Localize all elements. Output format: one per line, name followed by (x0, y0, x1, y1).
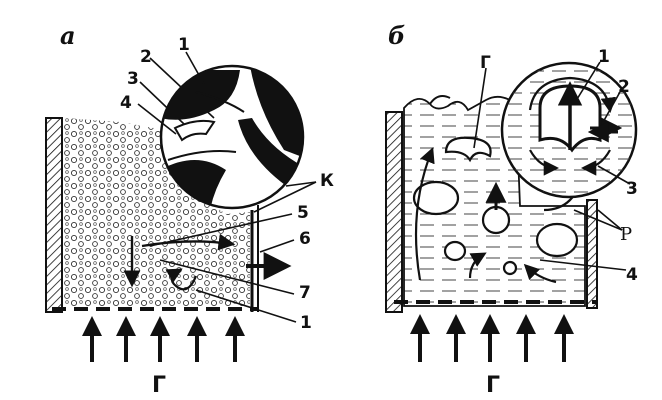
label-a-1-top: 1 (178, 35, 190, 55)
label-a-2: 2 (140, 47, 152, 67)
label-b-2: 2 (618, 77, 630, 97)
bubbles-b (412, 136, 579, 276)
panel-b: б (385, 21, 638, 398)
label-a-k: К (320, 171, 334, 191)
flow-arrow-right-a (141, 233, 236, 251)
right-wall-b (586, 199, 598, 309)
label-b-3: 3 (626, 179, 638, 199)
label-a-5: 5 (297, 203, 309, 223)
gas-inlet-arrows-b (410, 314, 574, 362)
label-b-g-top: Г (480, 53, 491, 73)
label-a-7: 7 (299, 283, 311, 303)
flow-arrow-curl-a (165, 268, 198, 291)
gas-inlet-arrows-a (82, 316, 245, 362)
granular-bed-a (64, 118, 250, 306)
left-wall-a (45, 117, 63, 313)
label-a-gas: Г (152, 373, 166, 398)
left-wall-b (385, 111, 403, 313)
panel-a-title: а (60, 21, 76, 50)
leaders-b (473, 61, 631, 271)
label-a-1-bottom: 1 (300, 313, 312, 333)
panel-b-title: б (388, 21, 405, 50)
label-b-p: Р (620, 224, 632, 245)
label-b-1: 1 (598, 47, 610, 67)
circulation-arrows-b (414, 147, 586, 284)
leaders-a (137, 51, 317, 323)
label-a-6: 6 (299, 229, 311, 249)
label-a-4: 4 (120, 93, 132, 113)
panel-a: а (45, 21, 334, 398)
label-a-3: 3 (127, 69, 139, 89)
label-b-4: 4 (626, 265, 638, 285)
label-b-gas: Г (486, 373, 500, 398)
